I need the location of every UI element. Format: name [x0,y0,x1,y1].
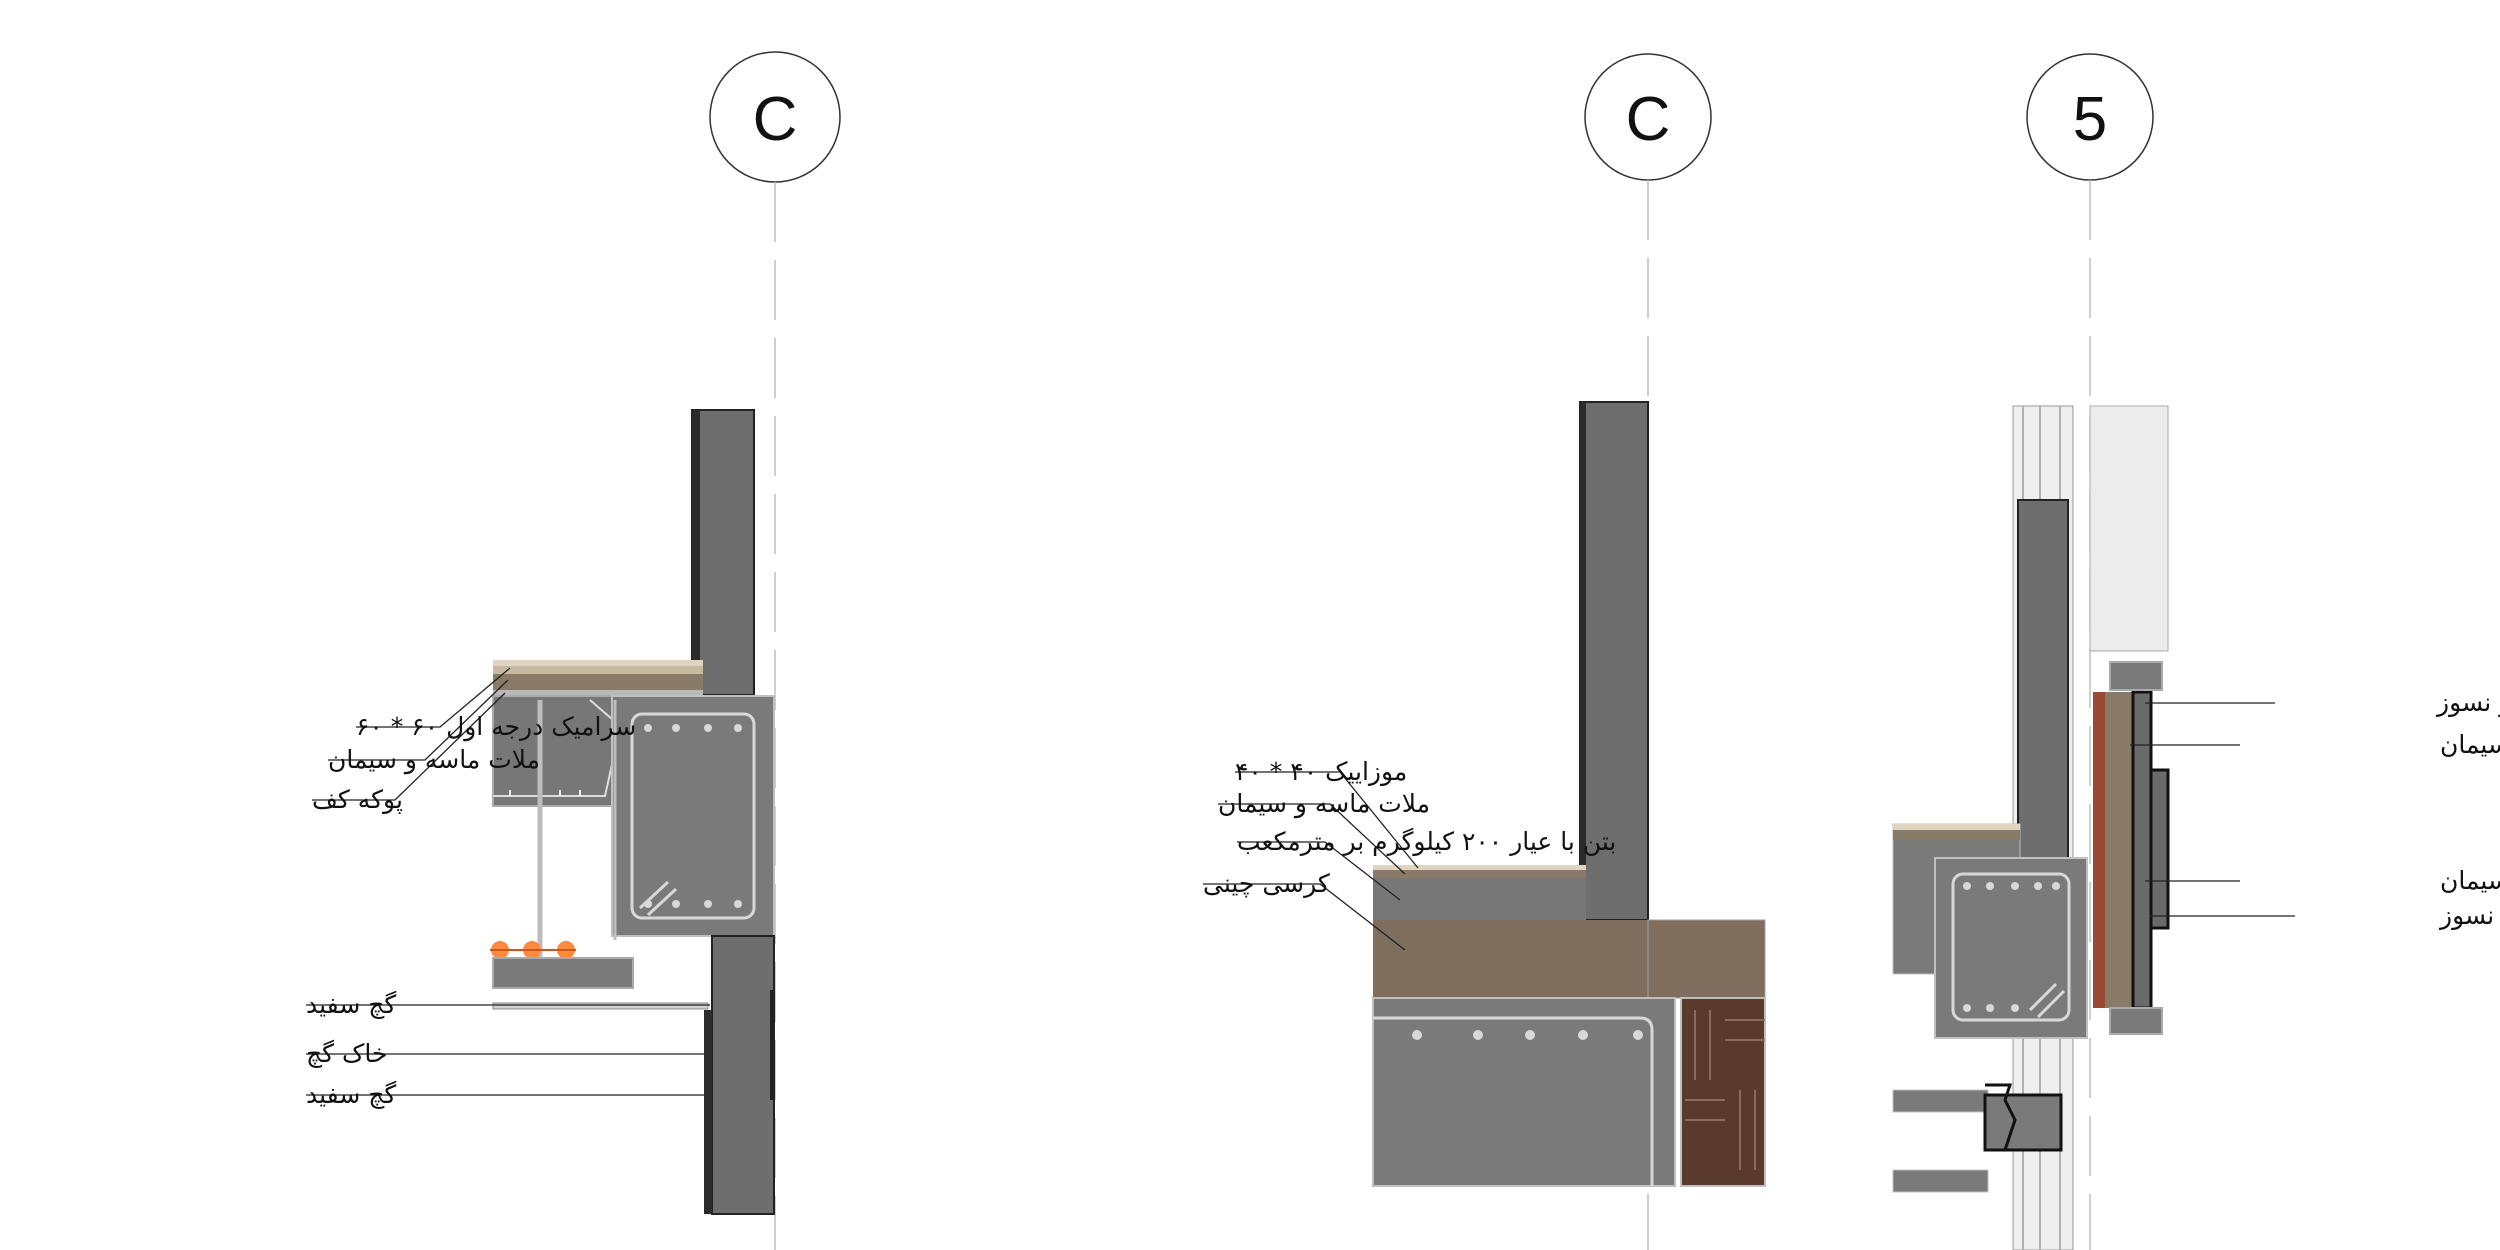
label-white-plaster-2: گچ سفید [306,1080,396,1110]
label-white-plaster: گچ سفید [306,990,396,1020]
mortar-layer [1373,870,1586,878]
plinth-detail [1372,401,1766,1187]
grid-axis-5: 5 [2026,53,2154,1250]
label-ceramic: سرامیک درجه اول ۶۰ * ۶۰ [356,712,636,742]
rebar-dots [1412,1030,1643,1040]
plaster-ceiling-board [492,1002,709,1010]
parquet-brick-pattern [1680,997,1766,1187]
grid-bubble-label: 5 [2073,85,2107,154]
glazing-panel [2089,405,2169,652]
facade-detail-labels: آجر قرمز نسوز ملات ماسه و سیمان ملات ماس… [2435,687,2500,930]
label-mortar: ملات ماسه و سیمان [328,745,540,775]
facade-detail-leaders [2130,702,2295,917]
concrete-layer [1373,878,1586,920]
mortar-layer [493,674,703,690]
rebar-dots [644,724,742,908]
cream-firebrick-layer [2131,690,2153,1010]
suspended-ceiling-block [492,957,634,989]
concrete-beam [611,695,775,937]
label-mortar: ملات ماسه و سیمان [2440,730,2500,760]
stirrup [1951,872,2071,1022]
label-plinth-masonry: کرسی چینی [1203,869,1330,898]
label-mortar-2: ملات ماسه و سیمان [2440,866,2500,896]
rebar-dots [1963,882,2060,1012]
facade-detail [1892,405,2170,1250]
label-gypsum-base: خاک گچ [306,1039,387,1069]
floor-ceiling-detail [490,409,775,1215]
plaster-finish [704,1010,712,1214]
plinth-detail-leaders [1203,771,1419,951]
ceiling-lamps [490,941,576,959]
lower-wall [711,935,775,1215]
grid-bubble-label: C [753,85,798,154]
stirrup [1373,1016,1654,1186]
plinth-detail-labels: موزاییک ۴۰ * ۴۰ ملات ماسه و سیمان بتن با… [1203,757,1616,898]
label-mosaic: موزاییک ۴۰ * ۴۰ [1235,757,1407,786]
sill-bottom [2109,1007,2163,1035]
floor-detail-labels: سرامیک درجه اول ۶۰ * ۶۰ ملات ماسه و سیما… [306,712,636,1110]
mortar-layer [2105,692,2133,1008]
facade-wall [2017,499,2069,861]
mosaic-layer [1373,865,1586,870]
concrete-beam [1934,857,2088,1039]
stirrup [630,712,756,920]
pumice-fill [492,695,614,807]
grid-bubble-label: C [1626,85,1671,154]
red-firebrick-layer [2093,692,2105,1008]
label-red-firebrick: آجر قرمز نسوز [2435,687,2500,717]
label-cream-firebrick: آجر کرم نسوز [2438,900,2500,930]
plinth-masonry [1373,920,1648,998]
window-head-profile [1983,1093,2063,1152]
sill-top [2109,661,2163,691]
ceramic-tile-layer [493,660,703,666]
label-concrete: بتن با عیار ۲۰۰ کیلوگرم بر مترمکعب [1237,827,1616,856]
upper-wall [691,409,755,696]
label-mortar: ملات ماسه و سیمان [1218,789,1430,819]
label-pumice: پوکه کف [312,785,403,814]
foundation-beam [1372,997,1676,1187]
floor-detail-leaders [306,667,710,1096]
